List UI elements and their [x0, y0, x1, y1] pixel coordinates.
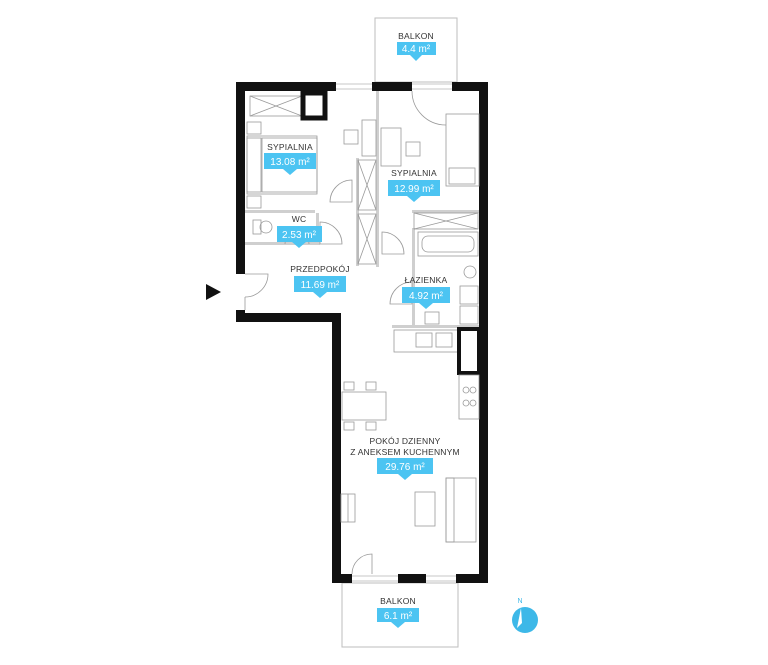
room-area: 2.53 m²: [282, 230, 317, 241]
room-area: 4.92 m²: [409, 291, 444, 302]
label-balcony-top: BALKON 4.4 m²: [397, 31, 436, 61]
furniture: [246, 90, 481, 543]
label-balcony-bottom: BALKON 6.1 m²: [377, 596, 419, 628]
room-area: 11.69 m²: [301, 280, 340, 291]
label-bathroom: ŁAZIENKA 4.92 m²: [402, 275, 450, 309]
compass-north-icon: N: [512, 598, 538, 633]
room-name: ŁAZIENKA: [405, 275, 448, 285]
room-area: 29.76 m²: [385, 462, 425, 473]
windows: [336, 83, 456, 582]
room-name: PRZEDPOKÓJ: [290, 264, 350, 274]
room-name: BALKON: [398, 31, 434, 41]
room-name-line2: Z ANEKSEM KUCHENNYM: [350, 447, 460, 457]
doors: [244, 90, 447, 575]
label-wc: WC 2.53 m²: [277, 214, 322, 248]
exterior-walls: [236, 82, 488, 583]
room-area: 13.08 m²: [270, 157, 310, 168]
label-hall: PRZEDPOKÓJ 11.69 m²: [290, 264, 350, 298]
room-name: WC: [292, 214, 307, 224]
entrance-arrow-icon: [206, 284, 221, 300]
room-area: 6.1 m²: [384, 611, 413, 622]
label-bedroom-1: SYPIALNIA 13.08 m²: [264, 142, 316, 175]
room-area: 4.4 m²: [402, 44, 431, 55]
room-name: SYPIALNIA: [267, 142, 313, 152]
room-name-line1: POKÓJ DZIENNY: [369, 436, 440, 446]
label-bedroom-2: SYPIALNIA 12.99 m²: [388, 168, 440, 202]
room-area: 12.99 m²: [394, 184, 434, 195]
room-name: SYPIALNIA: [391, 168, 437, 178]
compass-label: N: [517, 598, 522, 605]
label-living: POKÓJ DZIENNY Z ANEKSEM KUCHENNYM 29.76 …: [350, 436, 460, 480]
room-name: BALKON: [380, 596, 416, 606]
